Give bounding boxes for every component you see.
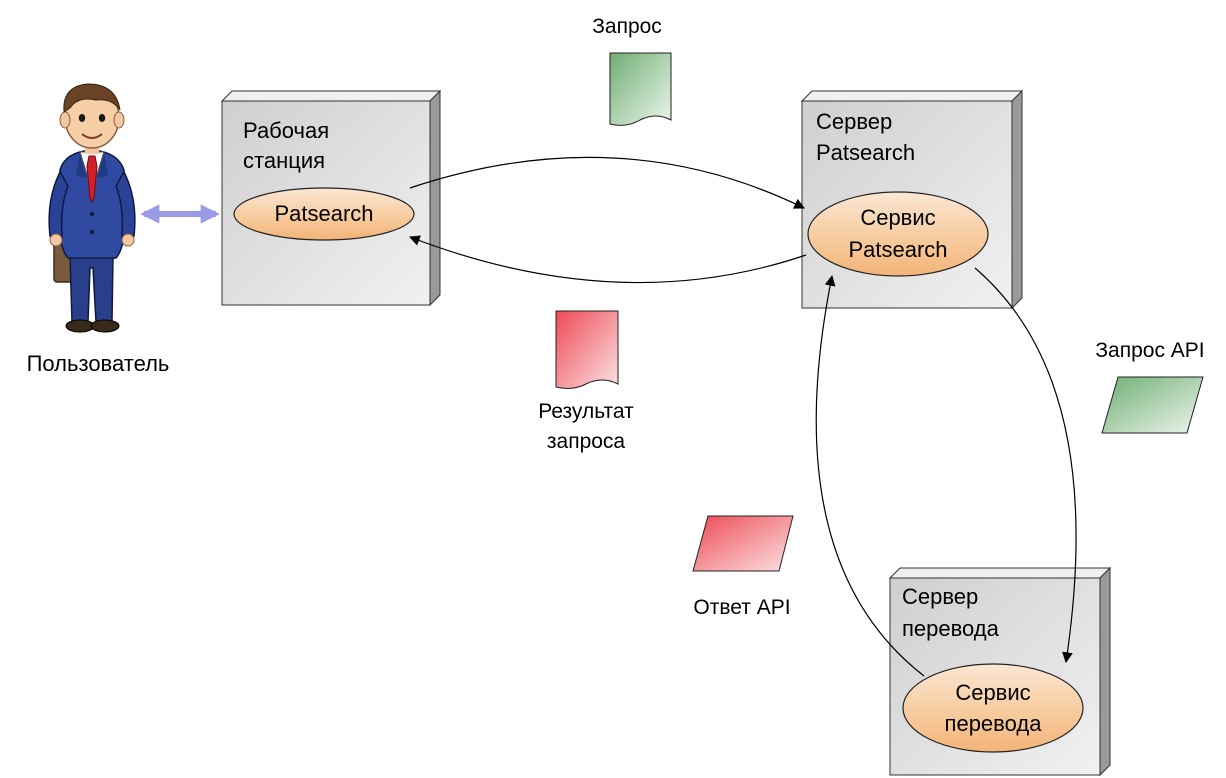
workstation-box-top xyxy=(220,90,442,102)
api-response-arrow xyxy=(815,274,925,677)
patsearch-title-line1: Сервер xyxy=(816,109,892,134)
workstation-title-line1: Рабочая xyxy=(243,118,329,143)
result-document-icon xyxy=(555,310,619,389)
result-message: Результат запроса xyxy=(538,310,634,453)
translation-service-line1: Сервис xyxy=(955,680,1030,705)
workstation-node: Рабочая станция Patsearch xyxy=(220,89,442,307)
result-label-line2: запроса xyxy=(547,430,626,453)
businessman-icon xyxy=(48,83,136,333)
patsearch-title-line2: Patsearch xyxy=(816,140,915,165)
request-arrow xyxy=(409,156,805,209)
result-arrow xyxy=(408,235,807,284)
translation-service-ellipse xyxy=(902,663,1084,753)
api-response-message: Ответ API xyxy=(692,515,794,619)
result-label-line1: Результат xyxy=(538,400,634,423)
api-response-label: Ответ API xyxy=(693,596,790,619)
translation-title-line1: Сервер xyxy=(902,584,978,609)
request-label: Запрос xyxy=(592,15,662,38)
api-request-message: Запрос API xyxy=(1095,339,1205,434)
workstation-title-line2: станция xyxy=(243,148,325,173)
translation-box-side xyxy=(1099,566,1111,777)
workstation-box-side xyxy=(429,89,441,307)
api-request-parallelogram-icon xyxy=(1101,376,1204,434)
workstation-app-label: Patsearch xyxy=(274,201,373,226)
user-figure: Пользователь xyxy=(27,83,170,376)
translation-server-node: Сервер перевода Сервис перевода xyxy=(888,566,1112,777)
api-response-parallelogram-icon xyxy=(692,515,794,572)
patsearch-box-top xyxy=(800,90,1024,102)
workstation-app-ellipse xyxy=(233,187,415,241)
translation-service-line2: перевода xyxy=(945,711,1043,736)
translation-box-top xyxy=(888,567,1112,579)
translation-title-line2: перевода xyxy=(902,616,1000,641)
request-message: Запрос xyxy=(592,15,672,126)
request-document-icon xyxy=(609,52,672,126)
api-request-arrow xyxy=(974,267,1077,664)
patsearch-server-node: Сервер Patsearch Сервис Patsearch xyxy=(800,89,1024,310)
user-label: Пользователь xyxy=(27,351,170,376)
patsearch-service-line1: Сервис xyxy=(860,205,935,230)
patsearch-box-side xyxy=(1011,89,1023,310)
patsearch-service-ellipse xyxy=(807,191,989,277)
patsearch-service-line2: Patsearch xyxy=(848,237,947,262)
api-request-label: Запрос API xyxy=(1095,339,1204,362)
